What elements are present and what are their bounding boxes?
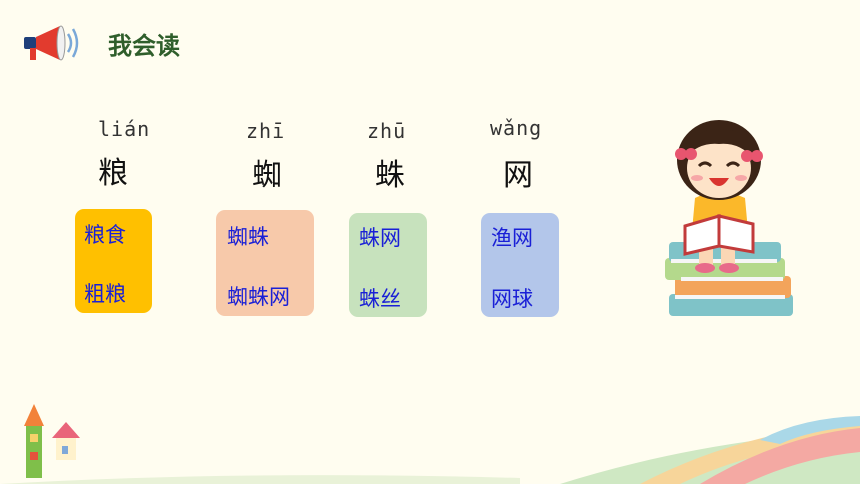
word-zhuwang: 蛛网 [359,226,401,250]
girl-reading-illustration [665,120,793,316]
word-card-lian[interactable] [75,209,152,313]
char-lian: 粮 [98,156,128,191]
word-card-zhu[interactable] [349,213,427,317]
word-liangshi: 粮食 [84,223,126,247]
char-zhu: 蛛 [375,158,405,193]
pinyin-zhu: zhū [367,119,407,143]
word-wangqiu: 网球 [491,287,533,311]
word-zhizhuwang: 蜘蛛网 [227,285,290,309]
houses-decoration [24,404,80,478]
page-title: 我会读 [108,32,180,60]
word-card-wang[interactable] [481,213,559,317]
word-zhizhu: 蜘蛛 [227,225,269,249]
word-yuwang: 渔网 [491,226,533,250]
pinyin-lian: lián [98,117,151,141]
megaphone-icon[interactable] [22,22,82,66]
pinyin-wang: wǎng [490,116,543,140]
char-wang: 网 [503,158,533,193]
char-zhi: 蜘 [252,158,282,193]
word-zhusi: 蛛丝 [359,287,401,311]
word-culiang: 粗粮 [84,282,126,306]
pinyin-zhi: zhī [246,119,286,143]
word-card-zhi[interactable] [216,210,314,316]
